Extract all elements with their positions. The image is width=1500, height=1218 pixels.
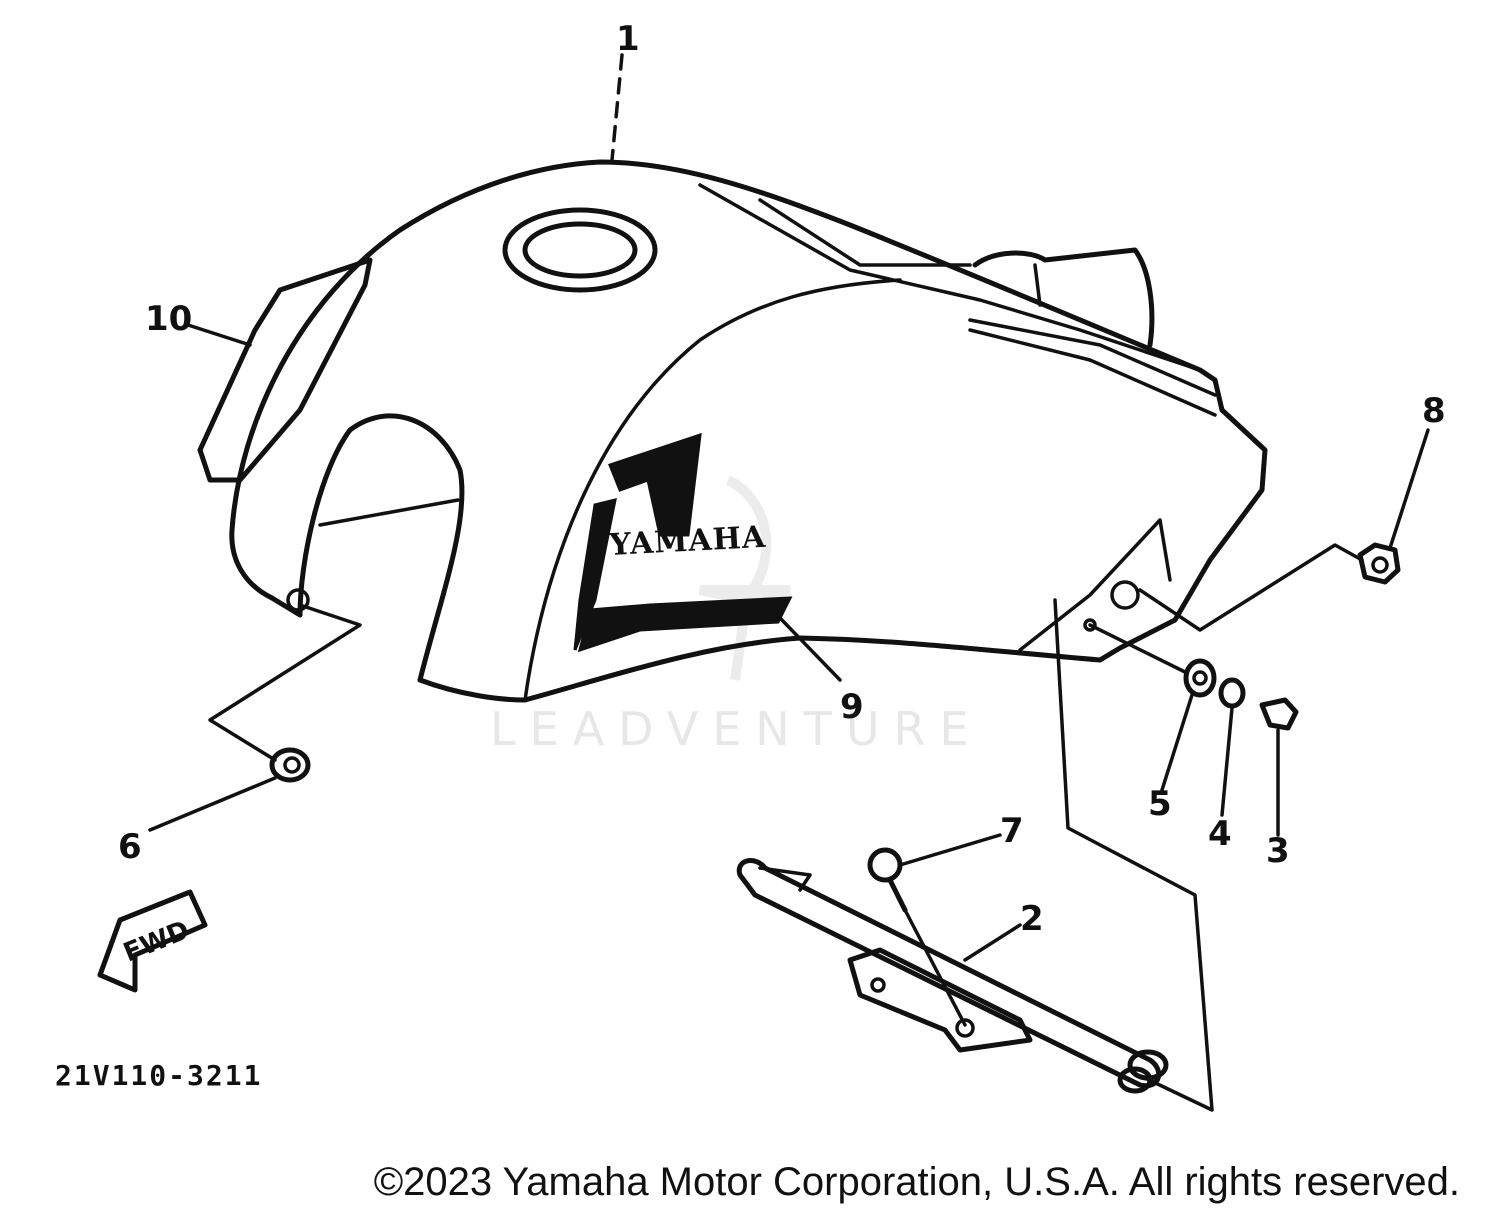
watermark-text: LEADVENTURE: [490, 702, 983, 756]
callout-4: 4: [1208, 814, 1232, 854]
callout-8: 8: [1422, 391, 1446, 431]
fwd-label: FWD: [119, 915, 193, 968]
bolt-6: [269, 747, 311, 783]
decal-yamaha-text: YAMAHA: [608, 520, 768, 563]
nut-8: [1357, 542, 1401, 585]
tank-bracket: [736, 858, 1169, 1094]
watermark: LEADVENTURE: [490, 475, 983, 756]
callout-1: 1: [616, 19, 640, 59]
callout-6: 6: [118, 827, 142, 867]
callout-10: 10: [145, 299, 192, 339]
fuel-tank: [229, 159, 1268, 703]
callout-9: 9: [840, 687, 864, 727]
bolt-3: [1259, 697, 1299, 731]
leader-lines: [148, 53, 1430, 962]
callout-5: 5: [1148, 784, 1172, 824]
fwd-arrow: FWD: [97, 889, 208, 993]
damper-5: [1183, 658, 1217, 698]
bolt-7: [867, 847, 908, 913]
callout-7: 7: [1000, 811, 1024, 851]
side-emblem: [197, 257, 373, 483]
callout-2: 2: [1020, 899, 1044, 939]
diagram-code: 21V110-3211: [55, 1059, 262, 1092]
washer-4: [1218, 677, 1246, 709]
callout-3: 3: [1266, 831, 1290, 871]
tank-decal: YAMAHA: [573, 432, 793, 653]
callouts: 10 8 9 5 4 3 6 7 2 1: [118, 19, 1446, 939]
copyright-notice: ©2023 Yamaha Motor Corporation, U.S.A. A…: [373, 1160, 1460, 1204]
